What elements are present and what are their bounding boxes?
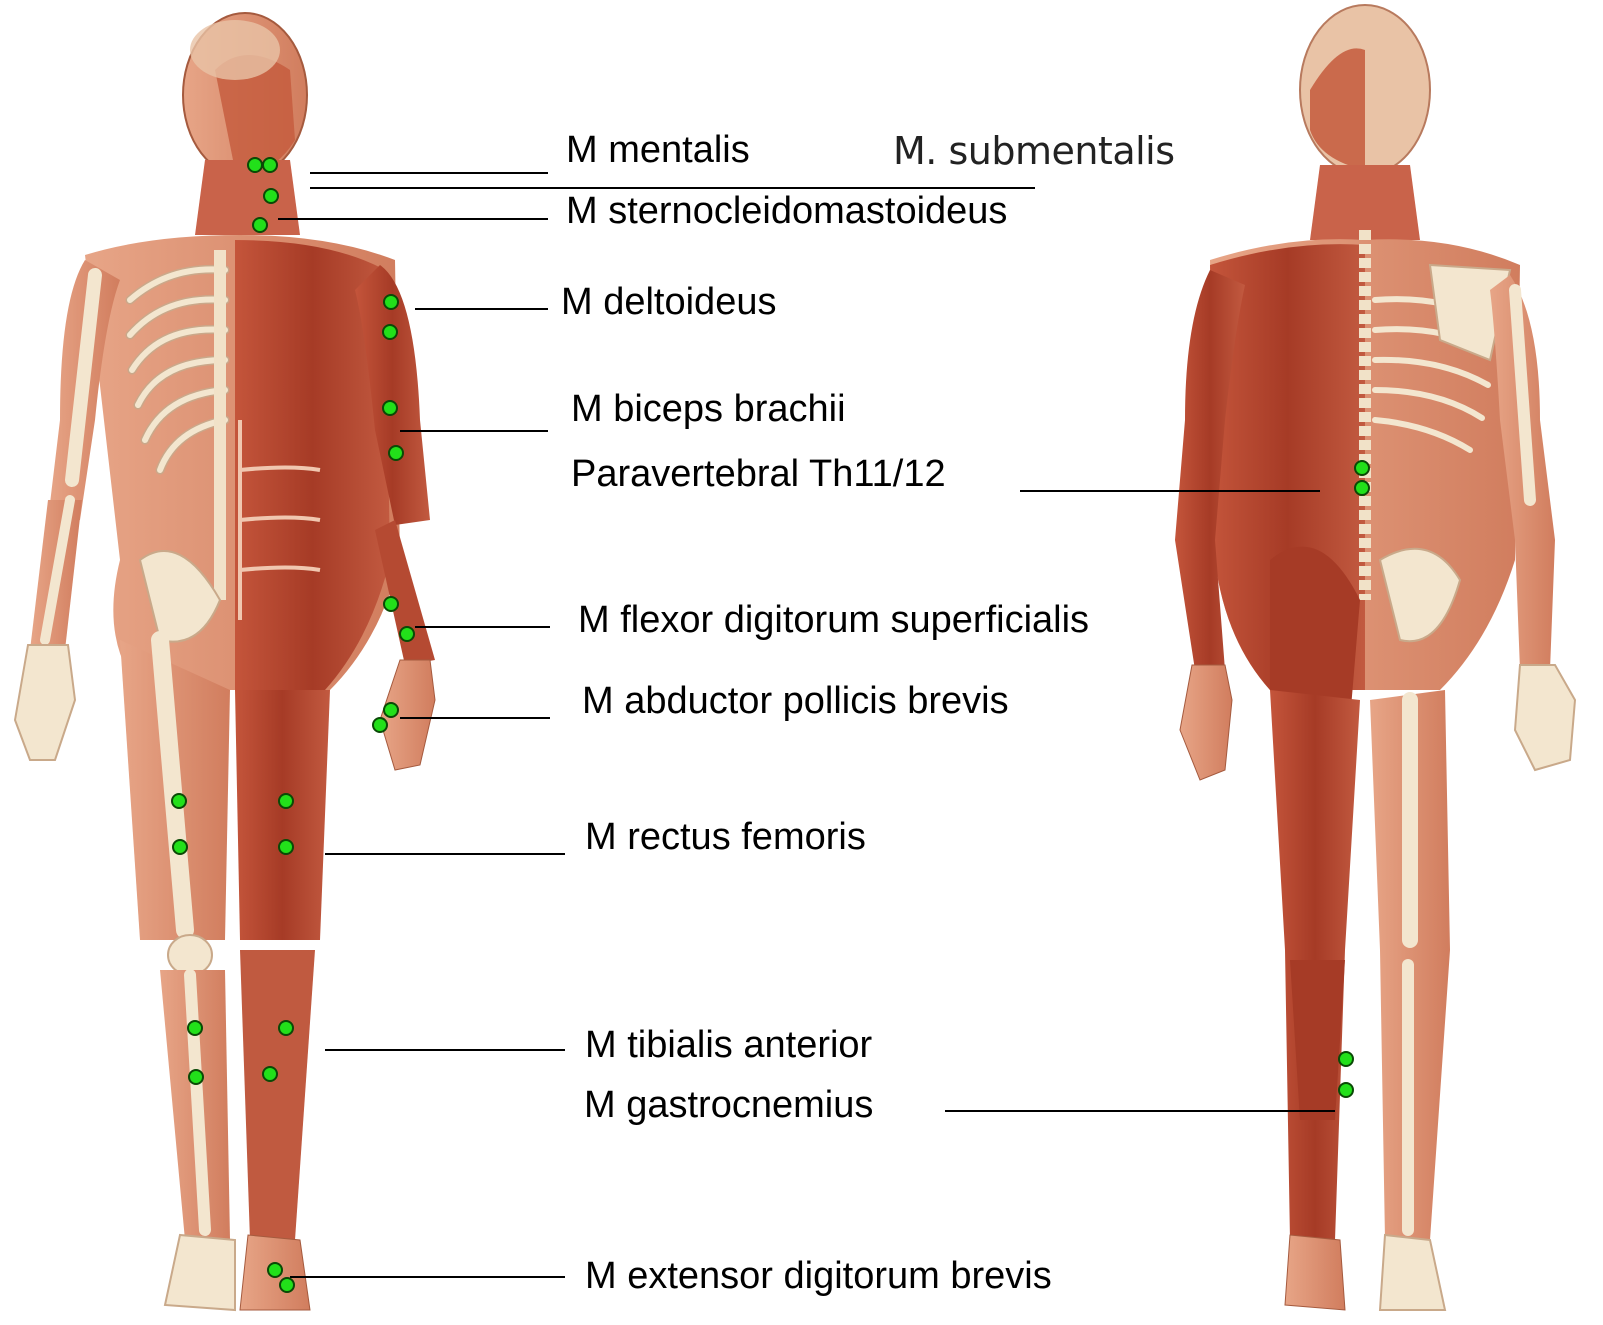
label-submentalis: M. submentalis <box>893 132 1175 170</box>
label-extensor: M extensor digitorum brevis <box>585 1257 1052 1295</box>
electrode-marker-dot <box>263 1067 277 1081</box>
front-right-shin <box>240 950 315 1240</box>
anatomy-front-figure <box>15 13 435 1310</box>
electrode-marker-dot <box>188 1021 202 1035</box>
label-paravertebral: Paravertebral Th11/12 <box>571 455 946 493</box>
label-rectus: M rectus femoris <box>585 818 866 856</box>
label-sternocleidomastoideus: M sternocleidomastoideus <box>566 192 1007 230</box>
electrode-marker-dot <box>1339 1052 1353 1066</box>
front-right-thigh <box>235 690 330 940</box>
label-mentalis: M mentalis <box>566 131 750 169</box>
label-gastrocnemius: M gastrocnemius <box>584 1086 873 1124</box>
front-left-hand <box>15 645 75 760</box>
electrode-marker-dot <box>279 794 293 808</box>
electrode-marker-dot <box>400 627 414 641</box>
electrode-marker-dot <box>173 840 187 854</box>
front-skull-top <box>190 20 280 80</box>
electrode-marker-dot <box>384 703 398 717</box>
electrode-marker-dot <box>1355 461 1369 475</box>
electrode-marker-dot <box>253 218 267 232</box>
electrode-marker-dot <box>1355 481 1369 495</box>
electrode-marker-dot <box>172 794 186 808</box>
anatomy-back-figure <box>1175 5 1575 1310</box>
electrode-marker-dot <box>1339 1083 1353 1097</box>
electrode-marker-dot <box>279 1021 293 1035</box>
label-tibialis: M tibialis anterior <box>585 1026 872 1064</box>
back-left-hand <box>1180 665 1232 780</box>
back-right-hand <box>1515 665 1575 770</box>
electrode-marker-dot <box>263 158 277 172</box>
label-abductor: M abductor pollicis brevis <box>582 682 1009 720</box>
label-flexor: M flexor digitorum superficialis <box>578 601 1089 639</box>
electrode-marker-dot <box>373 718 387 732</box>
electrode-marker-dot <box>384 597 398 611</box>
electrode-marker-dot <box>279 840 293 854</box>
electrode-marker-dot <box>280 1278 294 1292</box>
electrode-marker-dot <box>389 446 403 460</box>
front-neck <box>195 160 300 235</box>
electrode-marker-dot <box>384 295 398 309</box>
front-left-foot <box>165 1235 235 1310</box>
electrode-marker-dot <box>248 158 262 172</box>
label-biceps: M biceps brachii <box>571 390 846 428</box>
electrode-marker-dot <box>383 401 397 415</box>
electrode-marker-dot <box>383 325 397 339</box>
electrode-marker-dot <box>189 1070 203 1084</box>
back-left-foot <box>1285 1235 1345 1310</box>
back-right-foot <box>1380 1235 1445 1310</box>
label-deltoideus: M deltoideus <box>561 283 776 321</box>
back-neck <box>1310 165 1420 240</box>
electrode-marker-dot <box>268 1263 282 1277</box>
electrode-marker-dot <box>264 189 278 203</box>
